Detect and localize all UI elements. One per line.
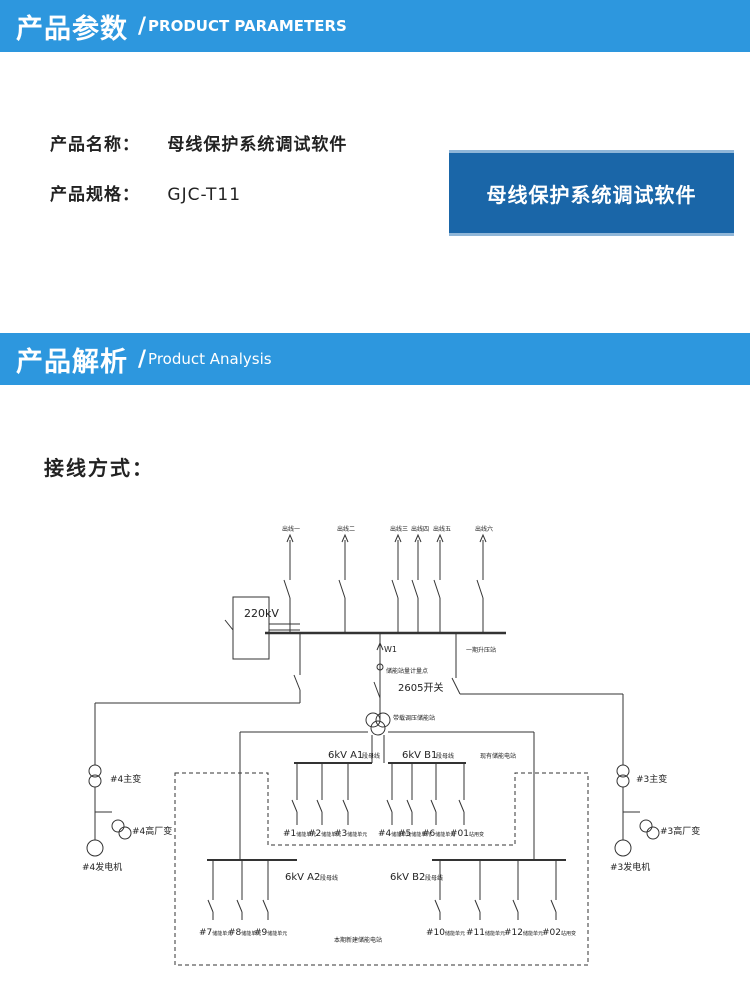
feeder-4-label: 出线四 bbox=[411, 525, 429, 533]
upper-unit-2: #3储能单元 bbox=[334, 829, 367, 839]
meter-label: 储能站量计量点 bbox=[386, 667, 428, 675]
feeder-6-label: 出线六 bbox=[475, 525, 493, 533]
params-header: 产品参数 / PRODUCT PARAMETERS bbox=[0, 0, 750, 52]
bus-a2-tag: 段母线 bbox=[320, 874, 338, 882]
main-tr-3-label: #3主变 bbox=[636, 773, 667, 785]
lower-unit-2: #9储能单元 bbox=[254, 928, 287, 938]
bus-a2-name: 6kV A2 bbox=[285, 872, 320, 883]
upper-unit-6: #01站用变 bbox=[450, 829, 484, 839]
product-name-label: 产品名称： bbox=[50, 135, 140, 155]
upper-unit-4: #5储能单元 bbox=[398, 829, 431, 839]
bus-b2-name: 6kV B2 bbox=[390, 872, 425, 883]
aux-tr-3-label: #3高厂变 bbox=[660, 825, 700, 837]
gen-4-label: #4发电机 bbox=[82, 861, 122, 873]
feeder-3-label: 出线三 bbox=[390, 525, 408, 533]
existing-station-label: 现有储能电站 bbox=[480, 752, 516, 760]
product-name-box: 母线保护系统调试软件 bbox=[449, 150, 734, 236]
product-name-value: 母线保护系统调试软件 bbox=[167, 135, 348, 155]
wiring-label: 接线方式： bbox=[44, 456, 154, 480]
product-model-value: GJC-T11 bbox=[167, 185, 242, 205]
bus-b1-tag: 段母线 bbox=[436, 752, 454, 760]
bus-a1-tag: 段母线 bbox=[362, 752, 380, 760]
lower-units: #7储能单元#8储能单元#9储能单元 #10储能单元#11储能单元#12储能单元#… bbox=[199, 899, 576, 938]
wiring-diagram: 出线一 出线二 出线三 出线四 出线五 出线六 220kV W1 一期升压站 储… bbox=[82, 525, 700, 966]
gen-3-label: #3发电机 bbox=[610, 861, 650, 873]
lower-unit-1: #8储能单元 bbox=[228, 928, 261, 938]
bus-220kv-label: 220kV bbox=[244, 607, 279, 620]
bus-b2-tag: 段母线 bbox=[425, 874, 443, 882]
feeder-5-label: 出线五 bbox=[433, 525, 451, 533]
analysis-header: 产品解析 / Product Analysis bbox=[0, 333, 750, 385]
new-station-label: 本期新建储能电站 bbox=[334, 936, 382, 944]
lower-unit-0: #7储能单元 bbox=[199, 928, 232, 938]
feeder-arrows bbox=[286, 533, 487, 543]
lower-unit-3: #10储能单元 bbox=[426, 928, 465, 938]
gis-label: 一期升压站 bbox=[466, 646, 496, 654]
main-tr-4-label: #4主变 bbox=[110, 773, 141, 785]
aux-tr-4-label: #4高厂变 bbox=[132, 825, 172, 837]
lower-feeders bbox=[212, 860, 557, 920]
params-header-slash: / bbox=[138, 13, 147, 39]
analysis-header-subtitle: Product Analysis bbox=[148, 350, 272, 368]
w1-label: W1 bbox=[384, 645, 397, 654]
feeder-1-label: 出线一 bbox=[282, 525, 300, 533]
product-name-row: 产品名称： 母线保护系统调试软件 bbox=[50, 130, 347, 155]
params-header-subtitle: PRODUCT PARAMETERS bbox=[148, 17, 347, 35]
breaker-2605-label: 2605开关 bbox=[398, 681, 443, 694]
diagram-labels: 出线一 出线二 出线三 出线四 出线五 出线六 bbox=[282, 525, 493, 533]
bus-a1-name: 6kV A1 bbox=[328, 750, 363, 761]
upper-units: #1储能单元#2储能单元#3储能单元 #4储能单元#5储能单元#6储能单元#01站… bbox=[283, 799, 484, 839]
params-header-title: 产品参数 bbox=[16, 13, 128, 45]
lower-unit-4: #11储能单元 bbox=[466, 928, 505, 938]
product-model-row: 产品规格： GJC-T11 bbox=[50, 180, 241, 205]
feeder-2-label: 出线二 bbox=[337, 525, 355, 533]
product-model-label: 产品规格： bbox=[50, 185, 140, 205]
upper-unit-3: #4储能单元 bbox=[378, 829, 411, 839]
lower-unit-5: #12储能单元 bbox=[504, 928, 543, 938]
upper-unit-0: #1储能单元 bbox=[283, 829, 316, 839]
upper-feeders bbox=[296, 763, 465, 825]
analysis-header-title: 产品解析 bbox=[16, 346, 128, 378]
upper-unit-5: #6储能单元 bbox=[422, 829, 455, 839]
upper-unit-1: #2储能单元 bbox=[308, 829, 341, 839]
bus-b1-name: 6kV B1 bbox=[402, 750, 437, 761]
center-transformer-label: 带载调压储能站 bbox=[393, 714, 435, 722]
feeder-lines bbox=[289, 540, 484, 633]
analysis-header-slash: / bbox=[138, 346, 147, 372]
lower-unit-6: #02站用变 bbox=[542, 928, 576, 938]
